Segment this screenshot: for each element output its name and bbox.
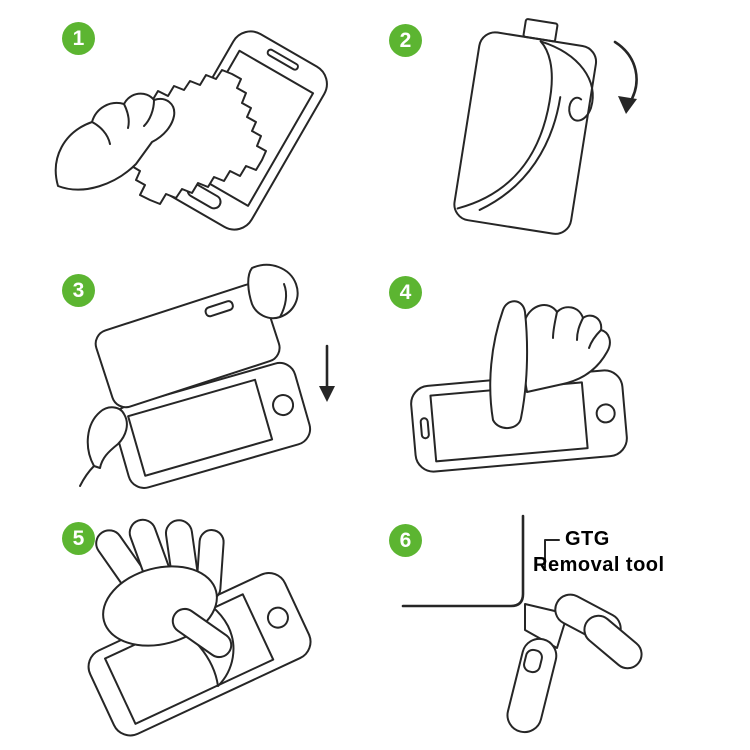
step-5-panel: 5 bbox=[40, 508, 350, 746]
glass-corner-icon bbox=[401, 514, 525, 608]
tool-label-line1: GTG bbox=[565, 528, 610, 550]
down-arrow-icon bbox=[319, 344, 335, 402]
phone-icon bbox=[453, 18, 598, 235]
phone-icon bbox=[112, 361, 312, 489]
step-3-badge: 3 bbox=[62, 274, 95, 307]
pinching-fingers-icon bbox=[506, 593, 643, 734]
smooth-film-illustration bbox=[87, 518, 312, 737]
align-glass-illustration bbox=[79, 263, 335, 489]
label-leader-line bbox=[544, 539, 560, 569]
left-hand-icon bbox=[79, 406, 128, 487]
step-1-panel: 1 bbox=[40, 8, 350, 250]
peel-arrow-icon bbox=[613, 40, 638, 114]
clean-screen-illustration bbox=[54, 30, 328, 231]
right-hand-icon bbox=[247, 263, 299, 320]
step-3-panel: 3 bbox=[40, 260, 350, 498]
film-icon bbox=[456, 40, 594, 211]
step-2-badge: 2 bbox=[389, 24, 422, 57]
peel-film-illustration bbox=[453, 18, 638, 235]
step-2-panel: 2 bbox=[375, 8, 675, 250]
step-4-badge: 4 bbox=[389, 276, 422, 309]
step-5-badge: 5 bbox=[62, 522, 95, 555]
hand-icon bbox=[54, 92, 176, 191]
pressing-hand-icon bbox=[489, 300, 611, 429]
tool-label-line2: Removal tool bbox=[533, 554, 665, 576]
press-screen-illustration bbox=[410, 300, 628, 473]
smoothing-hand-icon bbox=[95, 518, 233, 659]
step-4-panel: 4 bbox=[375, 260, 675, 498]
removal-tool-illustration bbox=[401, 514, 643, 734]
step-6-badge: 6 bbox=[389, 524, 422, 557]
step-6-panel: 6 GTG Removal tool bbox=[375, 508, 695, 746]
step-1-badge: 1 bbox=[62, 22, 95, 55]
